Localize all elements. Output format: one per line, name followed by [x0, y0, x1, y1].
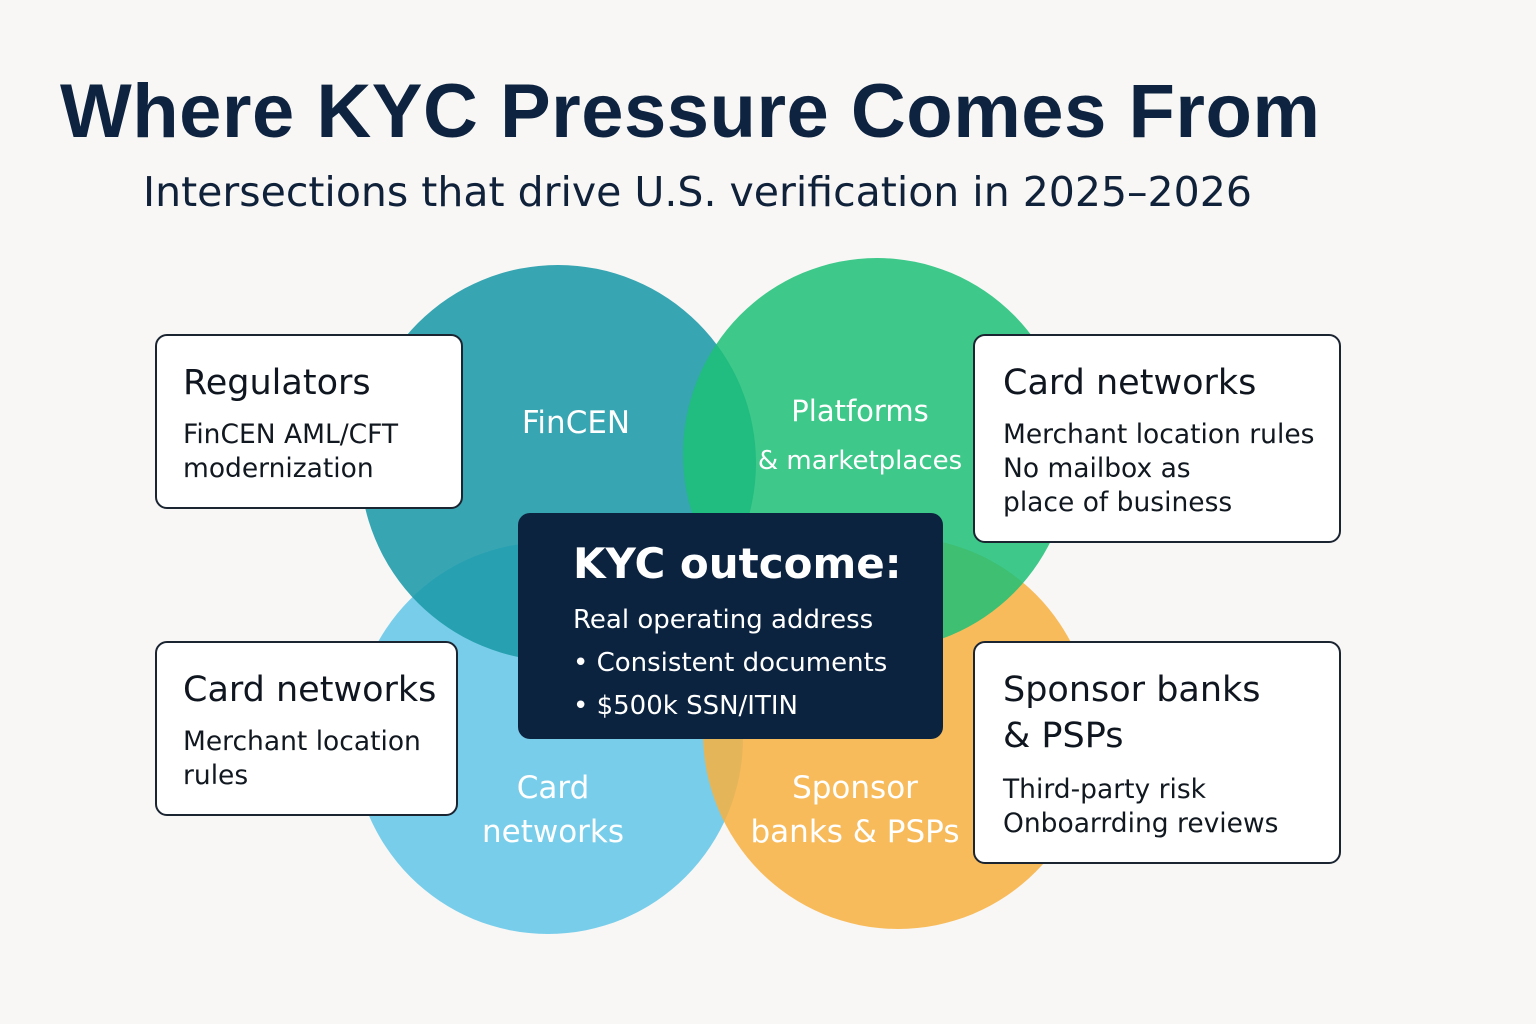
card-networks-card-bottom: Card networks Merchant location rules [155, 641, 458, 816]
card-networks-bottom-line: Merchant location [183, 726, 421, 757]
sponsor-banks-label-line2: banks & PSPs [750, 814, 960, 850]
regulators-card-line: FinCEN AML/CFT [183, 419, 399, 450]
kyc-outcome-line: Real operating address [573, 605, 874, 635]
page-title: Where KYC Pressure Comes From [60, 69, 1321, 154]
kyc-outcome-box: KYC outcome: Real operating address • Co… [518, 513, 943, 739]
card-networks-label-line1: Card [516, 770, 590, 806]
card-networks-top-line: Merchant location rules [1003, 419, 1315, 450]
sponsor-banks-card: Sponsor banks & PSPs Third-party risk On… [973, 641, 1341, 864]
regulators-card-title: Regulators [183, 363, 371, 403]
kyc-outcome-title: KYC outcome: [573, 539, 902, 588]
kyc-outcome-line: • Consistent documents [573, 648, 888, 678]
regulators-card-line: modernization [183, 453, 374, 484]
sponsor-banks-circle-label: Sponsor banks & PSPs [735, 766, 975, 854]
platforms-label-line2: & marketplaces [757, 446, 963, 476]
card-networks-bottom-line: rules [183, 760, 249, 791]
sponsor-banks-card-line: Onboarrding reviews [1003, 808, 1279, 839]
sponsor-banks-card-line: Third-party risk [1003, 774, 1207, 805]
regulators-card: Regulators FinCEN AML/CFT modernization [155, 334, 463, 509]
card-networks-label-line2: networks [481, 814, 625, 850]
sponsor-banks-title-line1: Sponsor banks [1003, 670, 1261, 710]
page-subtitle: Intersections that drive U.S. verificati… [143, 168, 1252, 216]
kyc-outcome-line: • $500k SSN/ITIN [573, 691, 798, 721]
fincen-circle-label: FinCEN [521, 405, 631, 441]
card-networks-card-top: Card networks Merchant location rules No… [973, 334, 1341, 543]
card-networks-circle-label: Card networks [443, 766, 663, 854]
card-networks-bottom-title: Card networks [183, 670, 437, 710]
sponsor-banks-label-line1: Sponsor [792, 770, 918, 806]
card-networks-top-title: Card networks [1003, 363, 1257, 403]
sponsor-banks-title-line2: & PSPs [1003, 716, 1124, 756]
card-networks-top-line: place of business [1003, 487, 1233, 518]
sponsor-banks-card-title: Sponsor banks & PSPs [1003, 667, 1339, 759]
platforms-label-line1: Platforms [791, 394, 929, 428]
platforms-circle-label: Platforms & marketplaces [740, 391, 980, 481]
card-networks-top-line: No mailbox as [1003, 453, 1191, 484]
